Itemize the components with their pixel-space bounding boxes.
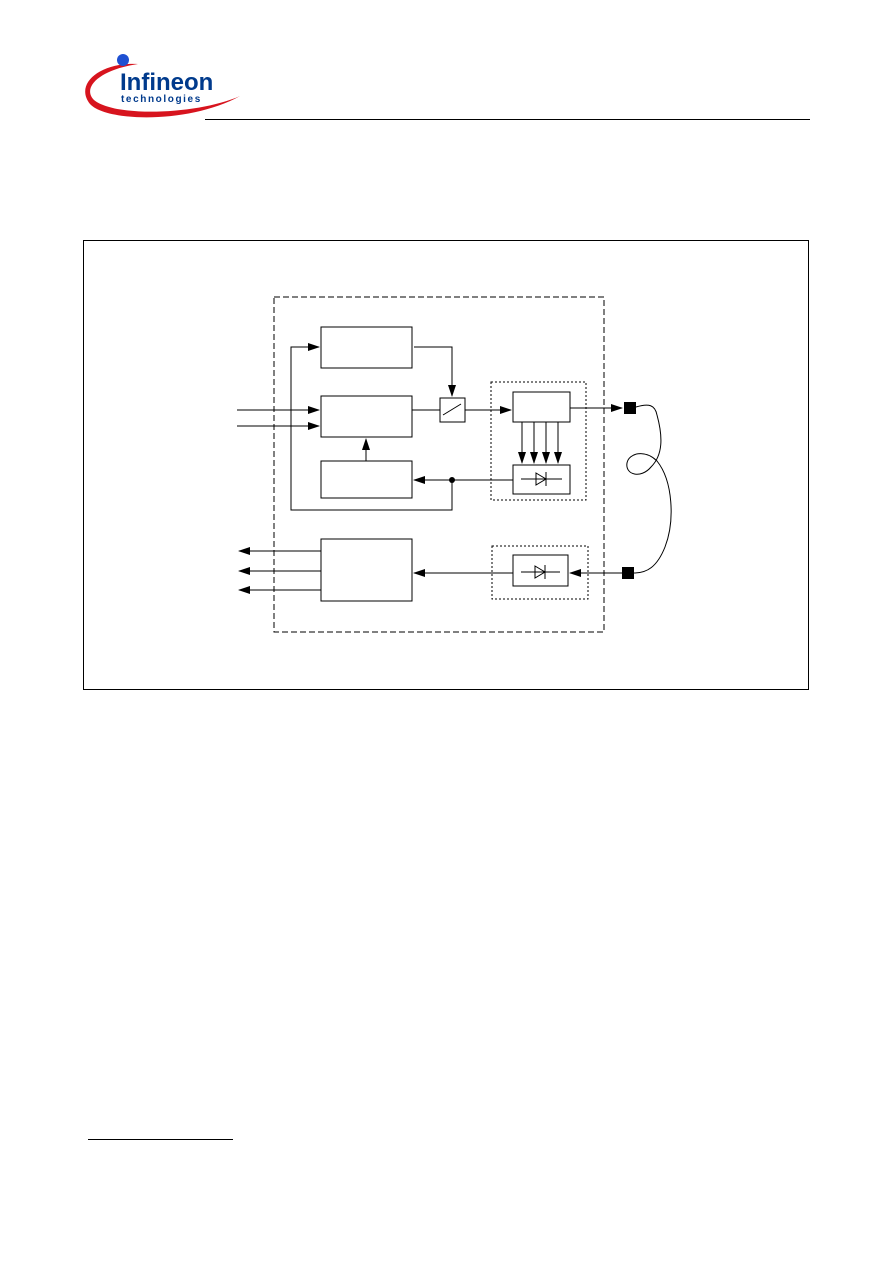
block-diagram (237, 296, 672, 633)
logo-brand-text: Infineon (120, 69, 213, 96)
infineon-logo-icon: Infineon technologies (85, 54, 240, 118)
fiber-connector-icon (624, 402, 636, 414)
junction-dot (449, 477, 455, 483)
diode-icon (512, 554, 569, 587)
fiber-connector-icon (622, 567, 634, 579)
emitter (512, 391, 571, 423)
diode-icon (512, 464, 571, 495)
optical-fiber-icon (626, 404, 672, 574)
transmitter-boundary (490, 381, 587, 501)
switch-icon (439, 397, 466, 423)
connector-line (414, 346, 456, 397)
block-lower (320, 460, 413, 499)
footnote-divider (88, 1139, 233, 1140)
module-boundary (273, 296, 605, 633)
infineon-logo: Infineon technologies (80, 52, 244, 124)
feedback-line (290, 343, 453, 511)
receiver-boundary (491, 545, 589, 600)
block-receiver (320, 538, 413, 602)
header-divider (205, 119, 810, 120)
block-middle (320, 395, 413, 438)
figure-frame (83, 240, 809, 690)
logo-tagline-text: technologies (121, 94, 202, 105)
block-top (320, 326, 413, 369)
